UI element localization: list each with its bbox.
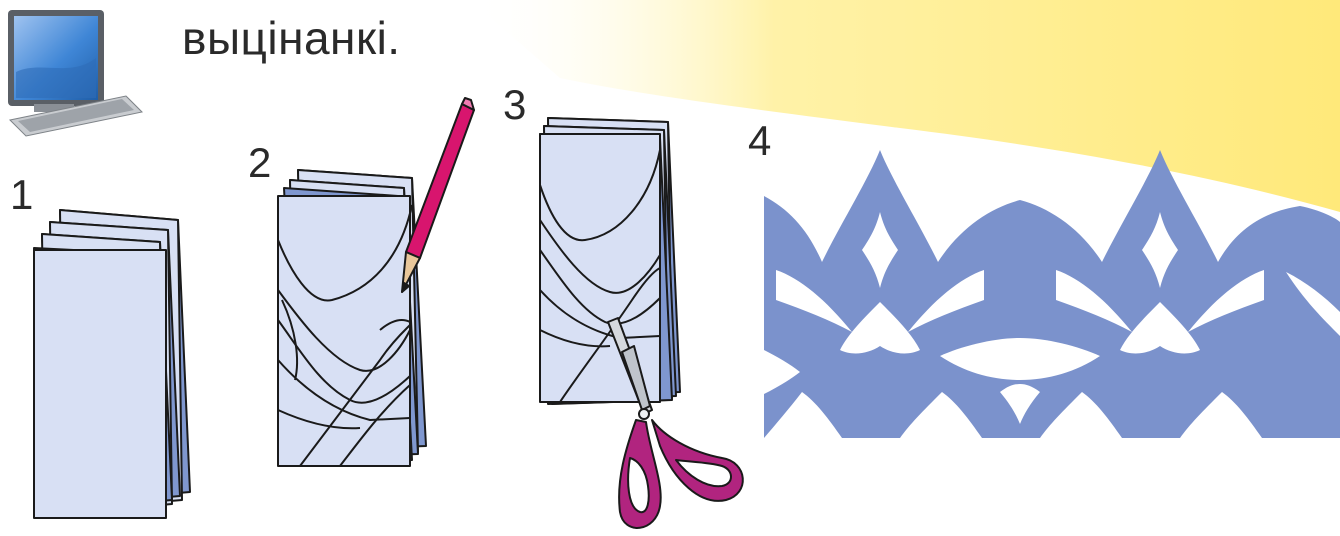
step-number-4: 4 xyxy=(748,120,771,162)
folded-paper-step3 xyxy=(540,118,680,404)
heading-line-2: выцінанкі. xyxy=(182,12,401,64)
step-number-3: 3 xyxy=(503,84,526,126)
folded-paper-step1 xyxy=(34,210,190,518)
step-number-1: 1 xyxy=(10,174,33,216)
folded-paper-step2 xyxy=(278,170,426,466)
step-number-2: 2 xyxy=(248,142,271,184)
computer-icon xyxy=(8,10,142,136)
